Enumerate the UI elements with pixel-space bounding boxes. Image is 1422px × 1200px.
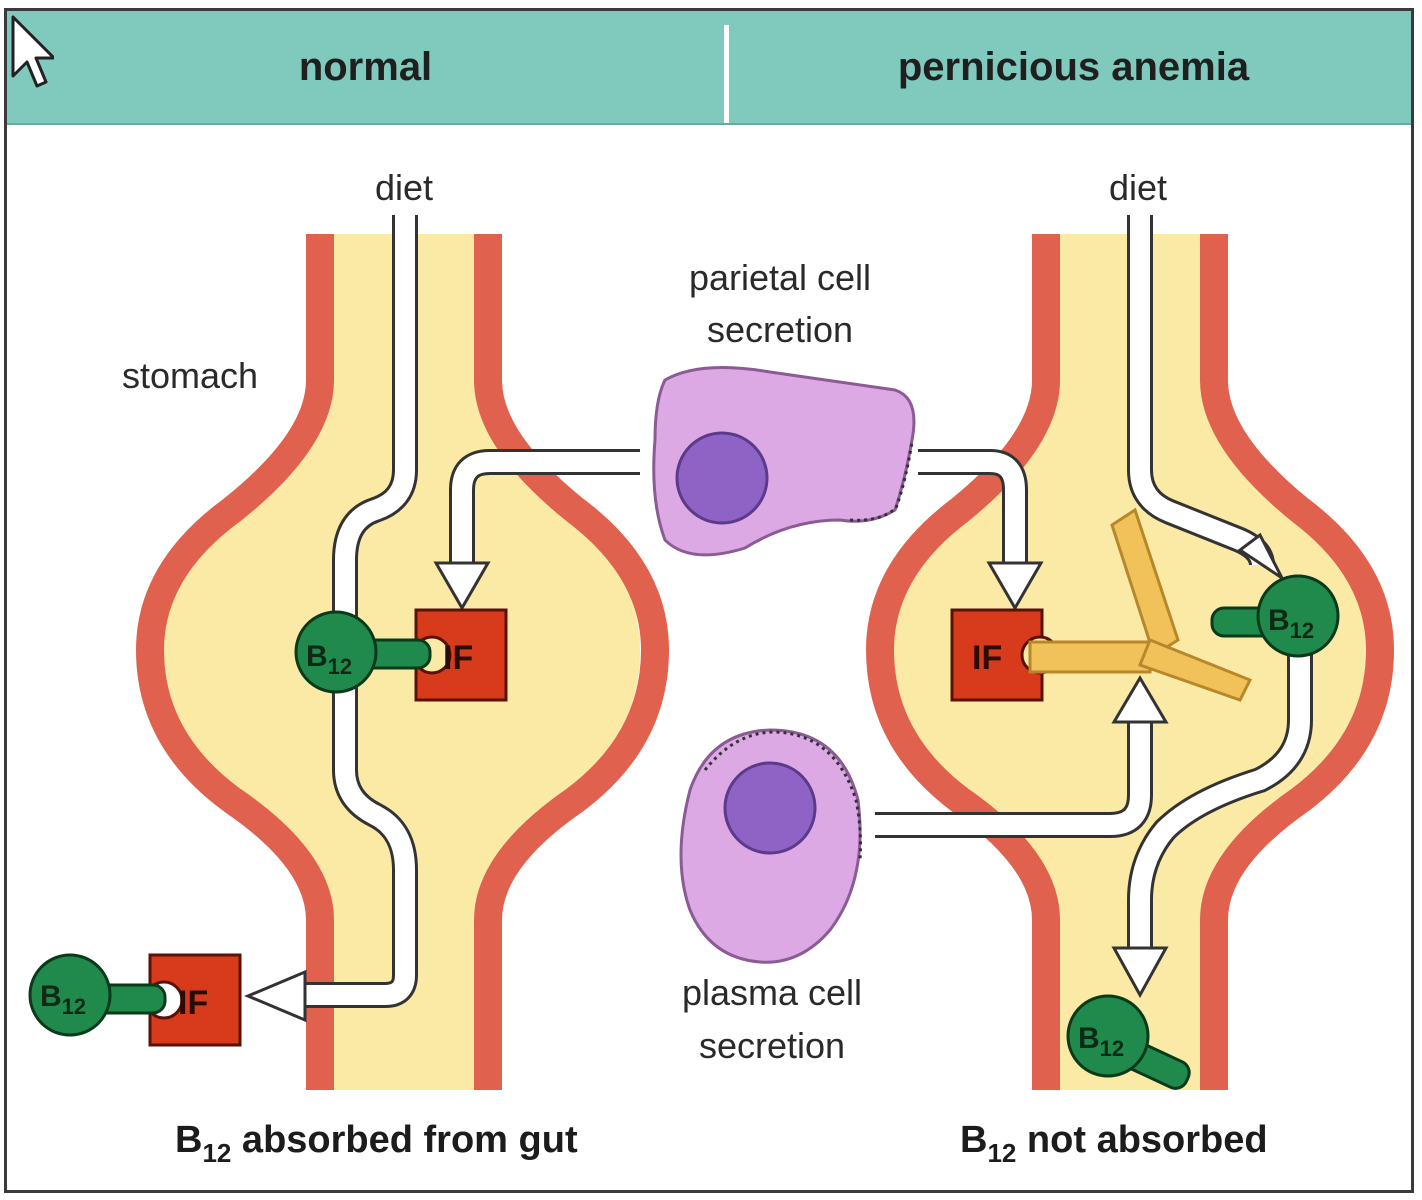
stomach-wall-left-normal (135, 234, 334, 1090)
if-label-absorbed: IF (178, 984, 208, 1022)
diet-pathway-normal (244, 215, 418, 1023)
b12-if-absorbed: B12 IF (28, 953, 242, 1047)
caption-normal: B12 absorbed from gut (175, 1119, 578, 1168)
b12-label-unabsorbed: B12 (1078, 1022, 1124, 1061)
b12-molecule-absorbed (28, 953, 112, 1037)
stomach-wall-right-pernicious (1200, 234, 1395, 1090)
arrowhead-down-pernicious (1111, 946, 1169, 999)
arrowhead-absorbed (244, 969, 307, 1023)
parietal-nucleus (675, 431, 769, 525)
if-antibody-complex: IF (950, 507, 1253, 702)
header-bar: normal pernicious anemia (7, 11, 1411, 125)
arrowhead-to-if-pernicious (986, 561, 1044, 611)
parietal-pathway-normal (433, 449, 640, 611)
header-pernicious-anemia: pernicious anemia (897, 45, 1250, 89)
b12-label-absorbed: B12 (40, 980, 86, 1019)
b12-pernicious: B12 (1210, 574, 1340, 658)
header-normal: normal (298, 45, 433, 89)
b12-not-absorbed: B12 (1066, 994, 1191, 1090)
b12-label-normal: B12 (306, 640, 352, 679)
b12-if-complex-normal: B12 IF (294, 608, 508, 702)
plasma-nucleus (723, 761, 817, 855)
header-divider (724, 25, 729, 123)
label-diet-pernicious: diet (1109, 167, 1167, 208)
plasma-cell (679, 728, 862, 964)
label-parietal-line2: secretion (707, 309, 853, 350)
b12-molecule-normal (294, 610, 378, 694)
unabsorbed-pathway (1111, 650, 1313, 999)
if-label-normal: IF (443, 639, 473, 677)
arrowhead-to-b12-pernicious (1237, 532, 1286, 583)
mouse-cursor-icon (11, 15, 54, 88)
if-label-pernicious: IF (972, 639, 1002, 677)
parietal-pathway-pernicious (918, 449, 1044, 611)
diet-pathway-pernicious (1127, 215, 1286, 583)
label-plasma-line1: plasma cell (682, 972, 862, 1013)
plasma-pathway (875, 675, 1169, 838)
b12-molecule-unabsorbed (1066, 994, 1150, 1078)
parietal-cell (652, 366, 916, 557)
b12-molecule-pernicious (1256, 574, 1340, 658)
b12-label-pernicious: B12 (1268, 604, 1314, 643)
label-diet-normal: diet (375, 167, 433, 208)
label-stomach: stomach (122, 355, 258, 396)
arrowhead-to-antibody (1111, 675, 1169, 724)
label-plasma-line2: secretion (699, 1025, 845, 1066)
antibody (1028, 507, 1253, 702)
label-parietal-line1: parietal cell (689, 257, 871, 298)
caption-pernicious: B12 not absorbed (960, 1119, 1268, 1168)
arrowhead-to-if-normal (433, 561, 491, 611)
